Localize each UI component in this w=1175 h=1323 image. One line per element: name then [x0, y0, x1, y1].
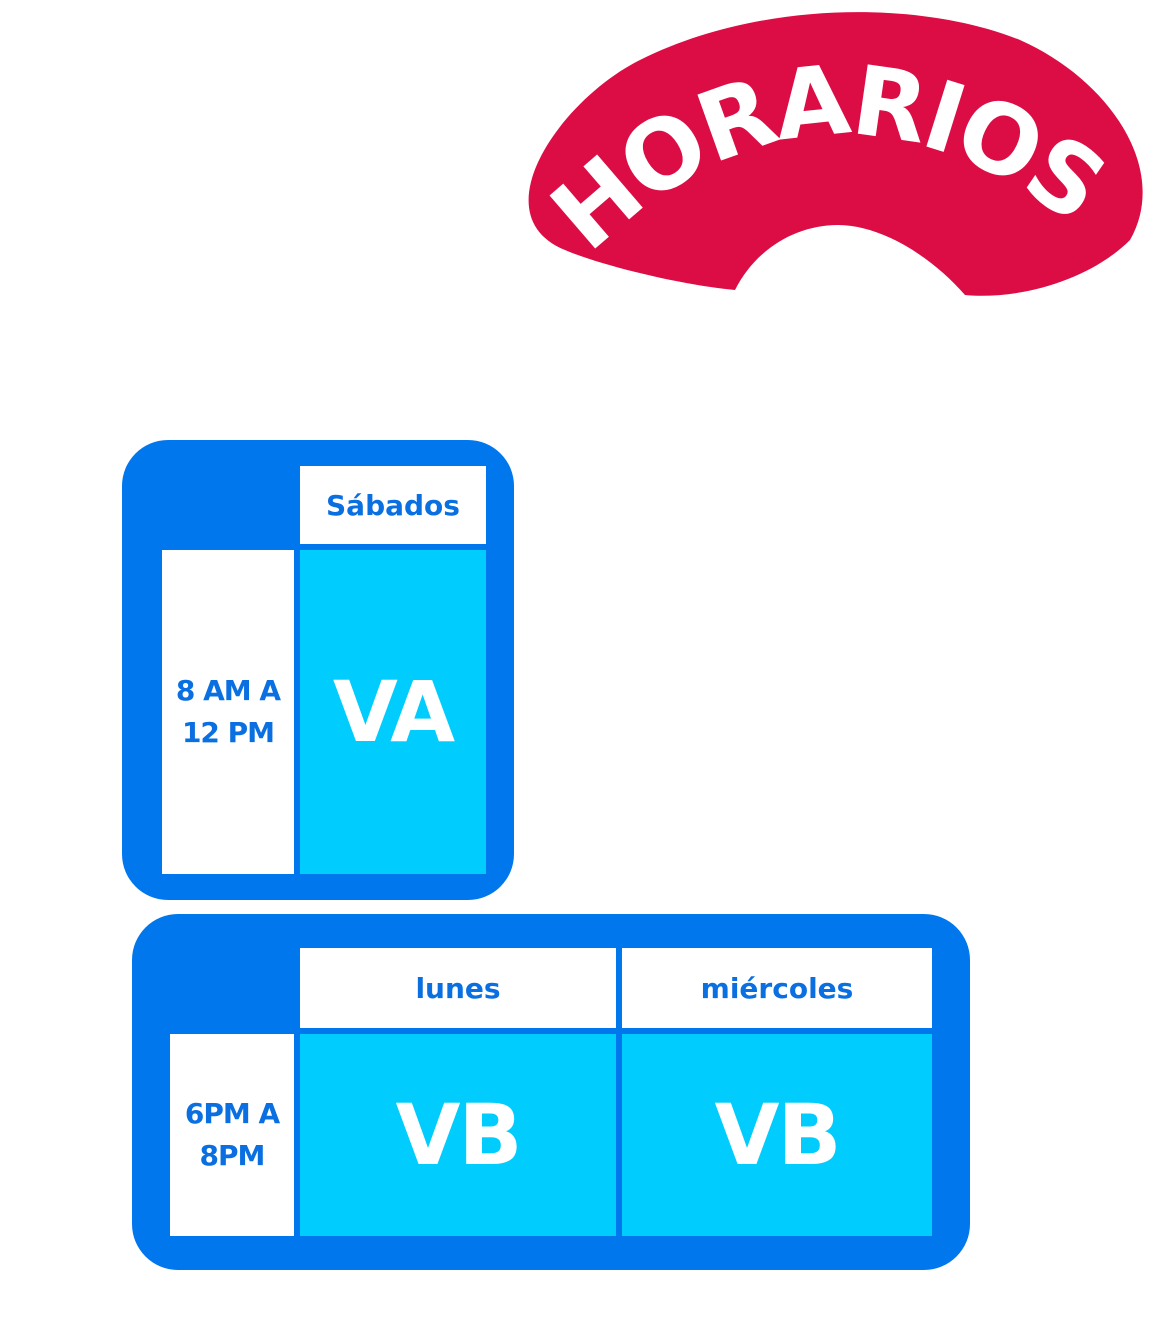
schedule-panel-weekdays: lunes miércoles 6PM A 8PM VB VB	[132, 914, 970, 1270]
horarios-banner: HORARIOS	[528, 12, 1143, 296]
day-header: lunes	[300, 948, 616, 1028]
group-slot: VB	[300, 1034, 616, 1236]
time-range: 8 AM A 12 PM	[162, 550, 294, 874]
day-header: miércoles	[622, 948, 932, 1028]
group-slot: VB	[622, 1034, 932, 1236]
time-range: 6PM A 8PM	[170, 1034, 294, 1236]
group-slot: VA	[300, 550, 486, 874]
day-header: Sábados	[300, 466, 486, 544]
banner-arc-shape	[528, 12, 1143, 296]
schedule-panel-saturday: Sábados 8 AM A 12 PM VA	[122, 440, 514, 900]
